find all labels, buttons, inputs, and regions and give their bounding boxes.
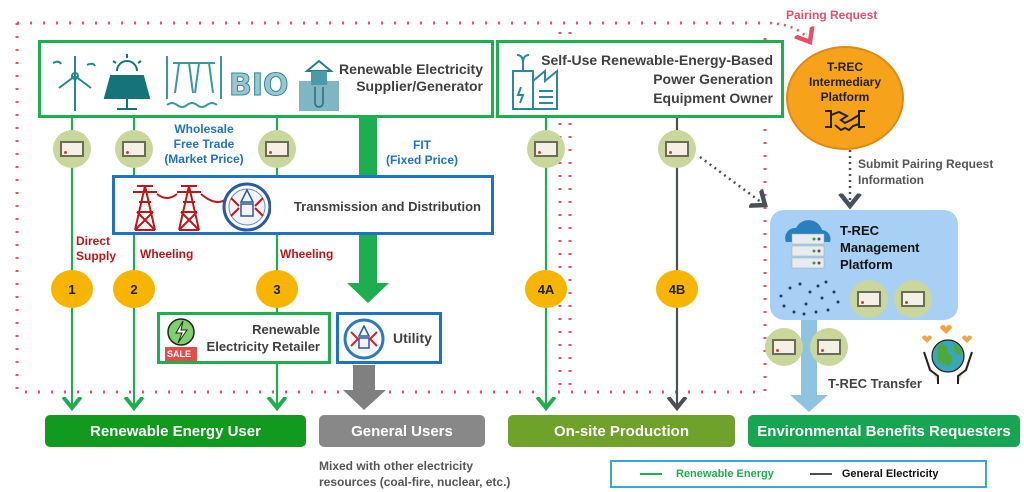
management-line1: T-REC <box>840 223 879 238</box>
utility-to-general-arrow <box>343 365 386 410</box>
general-users-button[interactable]: General Users <box>319 415 485 447</box>
self-use-line2: Power Generation <box>653 71 773 87</box>
cert-to-management-arrow <box>699 155 765 205</box>
fit-line1: FIT <box>413 138 431 152</box>
path-badge-1[interactable]: 1 <box>51 270 93 308</box>
legend-renewable-swatch <box>640 473 662 475</box>
utility-label: Utility <box>393 330 432 346</box>
path-badge-4b[interactable]: 4B <box>656 270 698 308</box>
transmission-tower-icon <box>133 182 271 232</box>
retailer-line2: Electricity Retailer <box>206 339 320 354</box>
earth-in-hands-icon <box>922 325 973 384</box>
certificate-icon <box>258 130 296 168</box>
intermediary-line3: Platform <box>820 90 870 104</box>
sale-tag: SALE <box>167 349 192 359</box>
legend: Renewable Energy General Electricity <box>610 460 987 488</box>
path-badge-3[interactable]: 3 <box>256 270 298 308</box>
certificate-icon <box>115 130 153 168</box>
boundary-dotted-line <box>15 21 770 394</box>
pairing-request-label: Pairing Request <box>786 8 878 22</box>
wheeling-label-2: Wheeling <box>140 247 194 261</box>
environmental-benefits-requesters-button[interactable]: Environmental Benefits Requesters <box>748 415 1020 447</box>
supplier-title-line2: Supplier/Generator <box>356 78 483 94</box>
certificate-icon <box>810 328 848 366</box>
direct-supply-line1: Direct <box>76 234 111 248</box>
certificate-icon <box>850 280 888 318</box>
management-line3: Platform <box>840 257 893 272</box>
path-badge-2[interactable]: 2 <box>113 270 155 308</box>
trec-transfer-label: T-REC Transfer <box>828 376 922 391</box>
pairing-request-arrow <box>769 21 810 42</box>
renewable-retailer-box: SALE Renewable Electricity Retailer <box>157 312 331 364</box>
svg-text:BIO: BIO <box>229 68 289 103</box>
direct-supply-line2: Supply <box>76 249 117 263</box>
energy-source-icons: BIO <box>49 51 339 111</box>
renewable-energy-user-button[interactable]: Renewable Energy User <box>45 415 306 447</box>
wheeling-label-3: Wheeling <box>280 247 334 261</box>
handshake-icon <box>825 110 865 132</box>
certificate-icon <box>894 280 932 318</box>
geothermal-icon <box>299 59 339 111</box>
certificate-icon <box>658 130 696 168</box>
onsite-production-button[interactable]: On-site Production <box>508 415 735 447</box>
transmission-distribution-box: Transmission and Distribution <box>112 175 494 235</box>
blockchain-dots-icon <box>779 280 840 316</box>
solar-panel-icon <box>103 54 151 110</box>
certificate-icon <box>527 130 565 168</box>
transmission-label: Transmission and Distribution <box>293 199 481 214</box>
factory-plant-icon <box>512 54 558 110</box>
wholesale-line2: Free Trade <box>173 137 235 151</box>
wholesale-line3: (Market Price) <box>164 152 244 166</box>
submit-info-line1: Submit Pairing Request <box>858 157 994 171</box>
utility-logo-icon <box>343 318 385 360</box>
certificate-icon <box>765 328 803 366</box>
wholesale-line1: Wholesale <box>174 122 234 136</box>
sale-lightning-icon <box>165 318 197 361</box>
trec-management-platform[interactable]: T-REC Management Platform <box>770 210 958 320</box>
intermediary-line1: T-REC <box>827 60 863 74</box>
fit-line2: (Fixed Price) <box>385 153 459 167</box>
renewable-supplier-box: BIO Renewable Electricity Supplier/Gener… <box>38 40 494 118</box>
mixed-note-line2: resources (coal-fire, nuclear, etc.) <box>319 475 511 489</box>
wind-turbine-icon <box>52 56 96 111</box>
utility-logo-icon <box>222 182 271 232</box>
mixed-note-line1: Mixed with other electricity <box>319 459 474 473</box>
management-line2: Management <box>840 240 920 255</box>
bio-icon: BIO <box>229 68 290 104</box>
hydro-dam-icon <box>166 56 222 108</box>
legend-general-swatch <box>809 473 832 475</box>
legend-general-label: General Electricity <box>841 468 939 480</box>
certificate-icon <box>53 130 91 168</box>
legend-renewable-label: Renewable Energy <box>676 468 774 480</box>
retailer-line1: Renewable <box>252 322 320 337</box>
path-badge-4a[interactable]: 4A <box>525 270 567 308</box>
intermediary-line2: Intermediary <box>808 75 882 89</box>
trec-intermediary-platform[interactable]: T-REC Intermediary Platform <box>786 46 904 150</box>
self-use-owner-box: Self-Use Renewable-Energy-Based Power Ge… <box>496 40 784 118</box>
cloud-server-icon <box>785 220 831 269</box>
self-use-line1: Self-Use Renewable-Energy-Based <box>541 52 773 68</box>
supplier-title-line1: Renewable Electricity <box>339 61 483 77</box>
utility-box: Utility <box>336 312 442 364</box>
submit-info-line2: Information <box>858 173 924 187</box>
self-use-line3: Equipment Owner <box>653 90 773 106</box>
